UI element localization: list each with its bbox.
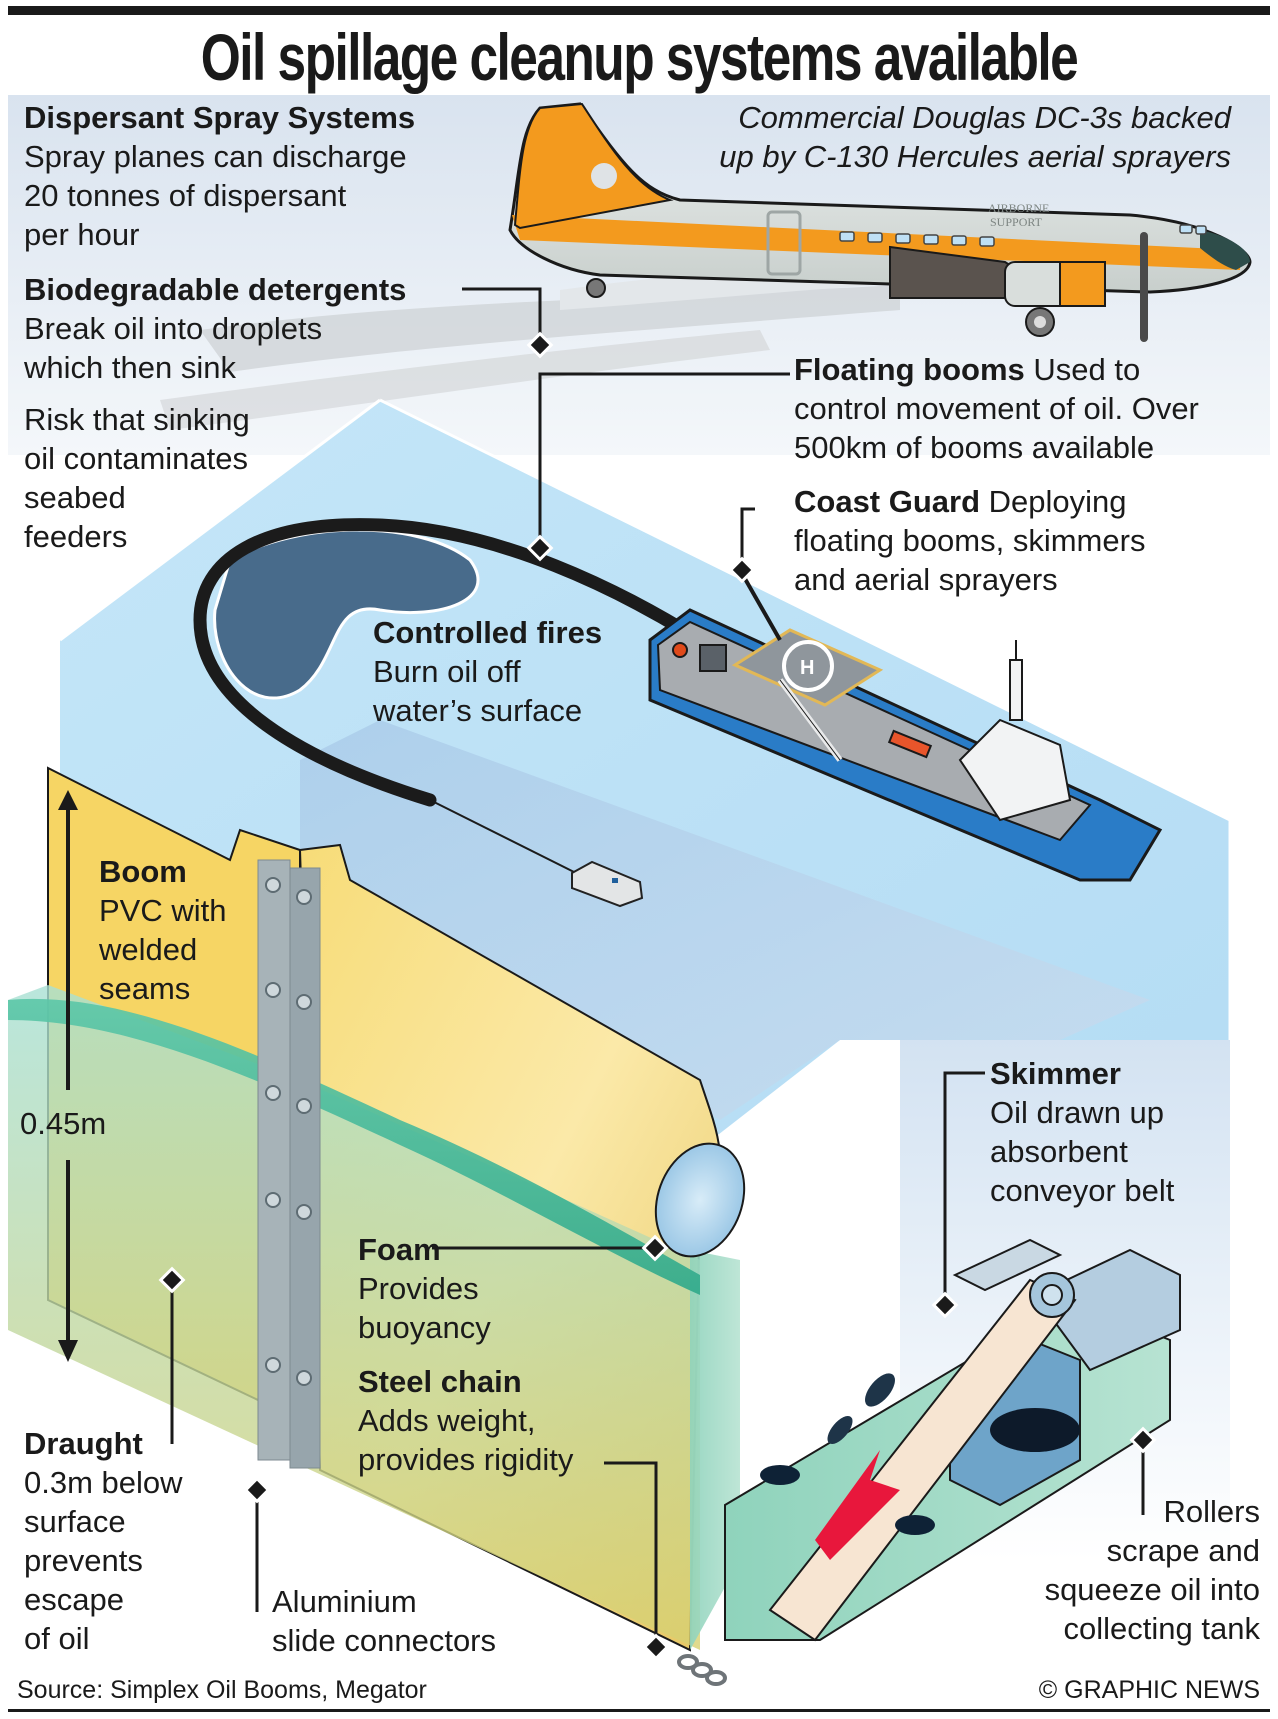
small-boat-icon [571, 860, 644, 908]
credit-note: © GRAPHIC NEWS [1038, 1676, 1260, 1704]
rollers-line: scrape and [1106, 1533, 1260, 1568]
boom-line: welded [99, 932, 198, 967]
floating-booms-first-line: Used to [1024, 352, 1141, 387]
coast-guard-heading: Coast Guard [794, 484, 981, 519]
floating-boom-line [193, 518, 707, 807]
dc3-plane-icon: AIRBORNE SUPPORT [508, 102, 1252, 342]
floating-booms-label: Floating booms Used to control movement … [794, 350, 1199, 467]
risk-line: feeders [24, 519, 128, 554]
detergents-label: Biodegradable detergents Break oil into … [24, 270, 406, 387]
plane-livery-line-1: AIRBORNE [988, 201, 1049, 215]
risk-line: oil contaminates [24, 441, 249, 476]
draught-label: Draught 0.3m below surface prevents esca… [24, 1424, 183, 1658]
risk-line: Risk that sinking [24, 402, 250, 437]
detergents-line: which then sink [24, 350, 236, 385]
coast-guard-ship-icon: H [648, 569, 1163, 882]
diamond-pointer-icon [641, 1234, 669, 1262]
connectors-line: Aluminium [272, 1584, 417, 1619]
top-rule [8, 6, 1270, 15]
measurement-arrow-icon [58, 790, 78, 1362]
draught-line: 0.3m below [24, 1465, 183, 1500]
risk-label: Risk that sinking oil contaminates seabe… [24, 400, 250, 556]
diamond-pointer-icon [642, 1633, 670, 1661]
diamond-pointer-icon [728, 556, 756, 584]
controlled-fires-line: Burn oil off [373, 654, 521, 689]
plane-caption: Commercial Douglas DC-3s backed up by C-… [719, 98, 1231, 176]
connectors-line: slide connectors [272, 1623, 497, 1658]
controlled-fires-heading: Controlled fires [373, 615, 603, 650]
boom-line: seams [99, 971, 191, 1006]
risk-line: seabed [24, 480, 126, 515]
plane-livery-line-2: SUPPORT [990, 215, 1043, 229]
floating-booms-heading: Floating booms [794, 352, 1025, 387]
dispersant-label: Dispersant Spray Systems Spray planes ca… [24, 98, 415, 254]
diamond-pointer-icon [158, 1266, 186, 1294]
foam-line: Provides [358, 1271, 479, 1306]
rollers-label: Rollers scrape and squeeze oil into coll… [1045, 1492, 1260, 1648]
boom-heading: Boom [99, 854, 187, 889]
foam-label: Foam Provides buoyancy [358, 1230, 491, 1347]
coast-guard-first-line: Deploying [980, 484, 1127, 519]
dispersant-line: Spray planes can discharge [24, 139, 407, 174]
boom-label: Boom PVC with welded seams [99, 852, 226, 1008]
controlled-fires-label: Controlled fires Burn oil off water’s su… [373, 613, 602, 730]
draught-line: of oil [24, 1621, 90, 1656]
diamond-pointer-icon [931, 1291, 959, 1319]
steel-chain-line: Adds weight, [358, 1403, 536, 1438]
source-note: Source: Simplex Oil Booms, Megator [17, 1676, 427, 1704]
sea-deep-band [300, 720, 1150, 1120]
dispersant-line: per hour [24, 217, 140, 252]
controlled-fires-line: water’s surface [373, 693, 583, 728]
foam-line: buoyancy [358, 1310, 491, 1345]
skimmer-line: Oil drawn up [990, 1095, 1165, 1130]
dispersant-heading: Dispersant Spray Systems [24, 100, 416, 135]
diamond-pointer-icon [243, 1476, 271, 1504]
skimmer-icon [724, 1238, 1181, 1642]
draught-heading: Draught [24, 1426, 143, 1461]
detergents-line: Break oil into droplets [24, 311, 323, 346]
plane-caption-line: up by C-130 Hercules aerial sprayers [719, 139, 1231, 174]
leader-lines [170, 287, 1145, 1647]
diamond-pointer-icon [526, 534, 554, 562]
coast-guard-label: Coast Guard Deploying floating booms, sk… [794, 482, 1145, 599]
steel-chain-icon [677, 1654, 727, 1686]
height-measurement-label: 0.45m [20, 1106, 107, 1141]
floating-booms-line: control movement of oil. Over [794, 391, 1199, 426]
page-title: Oil spillage cleanup systems available [200, 20, 1079, 94]
skimmer-label: Skimmer Oil drawn up absorbent conveyor … [990, 1054, 1174, 1210]
coast-guard-line: and aerial sprayers [794, 562, 1058, 597]
rollers-line: squeeze oil into [1044, 1572, 1260, 1607]
rollers-line: Rollers [1163, 1494, 1260, 1529]
diamond-pointer-icon [526, 331, 554, 359]
plane-caption-line: Commercial Douglas DC-3s backed [738, 100, 1231, 135]
aluminium-slide-connectors [257, 859, 321, 1469]
svg-text:H: H [800, 657, 814, 679]
draught-line: surface [24, 1504, 126, 1539]
floating-booms-line: 500km of booms available [794, 430, 1155, 465]
foam-heading: Foam [358, 1232, 441, 1267]
connectors-label: Aluminium slide connectors [272, 1582, 496, 1660]
dispersant-line: 20 tonnes of dispersant [24, 178, 347, 213]
rollers-line: collecting tank [1063, 1611, 1260, 1646]
boom-line: PVC with [99, 893, 227, 928]
steel-chain-label: Steel chain Adds weight, provides rigidi… [358, 1362, 573, 1479]
coast-guard-line: floating booms, skimmers [794, 523, 1146, 558]
draught-line: prevents [24, 1543, 143, 1578]
skimmer-line: conveyor belt [990, 1173, 1175, 1208]
draught-line: escape [24, 1582, 124, 1617]
skimmer-heading: Skimmer [990, 1056, 1121, 1091]
detergents-heading: Biodegradable detergents [24, 272, 407, 307]
bottom-rule [8, 1709, 1270, 1712]
steel-chain-heading: Steel chain [358, 1364, 522, 1399]
skimmer-line: absorbent [990, 1134, 1128, 1169]
diamond-pointer-icon [1129, 1426, 1157, 1454]
steel-chain-line: provides rigidity [358, 1442, 574, 1477]
